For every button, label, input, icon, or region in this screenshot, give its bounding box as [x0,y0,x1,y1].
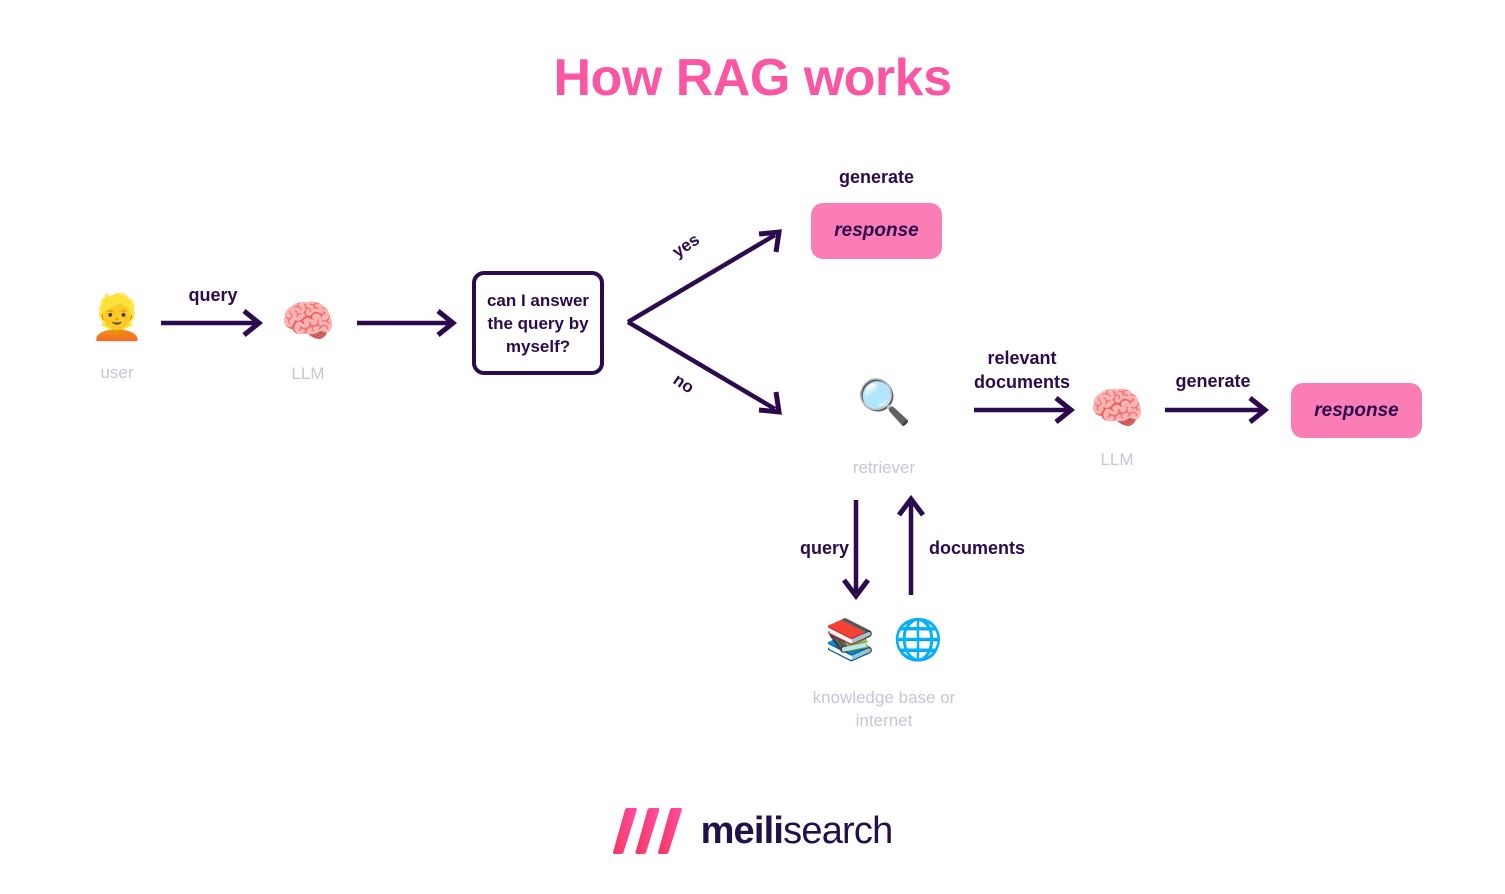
arrow-llm-to-response [1165,396,1270,424]
page-title: How RAG works [553,49,953,107]
arrow-llm-to-decision [357,309,458,337]
response-box-top-text: response [834,220,919,241]
response-box-bottom[interactable]: response [1291,383,1422,438]
knowledge-base-label: knowledge base or internet [812,688,956,730]
books-emoji: 📚 [825,617,875,663]
meilisearch-logo: meilisearch [0,808,1505,854]
edge-label-query-retriever-knowledge: query [799,538,849,558]
llm-second-label: LLM [1100,450,1134,469]
edge-label-documents-knowledge-retriever: documents [929,538,1026,558]
llm-second-emoji: 🧠 [1089,383,1145,434]
branch-label-yes: yes [668,229,703,262]
globe-emoji: 🌐 [893,617,943,663]
arrow-retriever-to-llm [974,396,1076,424]
meilisearch-wordmark: meilisearch [700,810,894,852]
retriever-label: retriever [852,458,916,477]
arrow-user-to-llm [161,309,264,337]
edge-label-query-user-llm: query [188,285,238,305]
logo-word-search: search [783,810,893,852]
decision-box-text: can I answer the query by myself? [486,290,590,356]
generate-label-bottom: generate [1175,371,1251,391]
user-label: user [100,363,134,382]
logo-word-meili: meili [700,810,784,852]
arrow-knowledge-to-retriever [897,494,925,595]
user-emoji: 👱 [89,292,145,343]
response-box-bottom-text: response [1314,399,1399,421]
retriever-emoji: 🔍 [856,377,912,428]
decision-box[interactable]: can I answer the query by myself? [472,271,604,375]
generate-label-top: generate [838,167,915,187]
branch-label-no: no [669,369,698,398]
response-box-top[interactable]: response [811,203,942,259]
llm-first-label: LLM [291,364,325,383]
edge-label-relevant-documents: relevant documents [973,348,1070,392]
arrow-branch-no [626,320,782,415]
meilisearch-logo-mark-icon [612,808,682,854]
llm-first-emoji: 🧠 [280,296,336,347]
